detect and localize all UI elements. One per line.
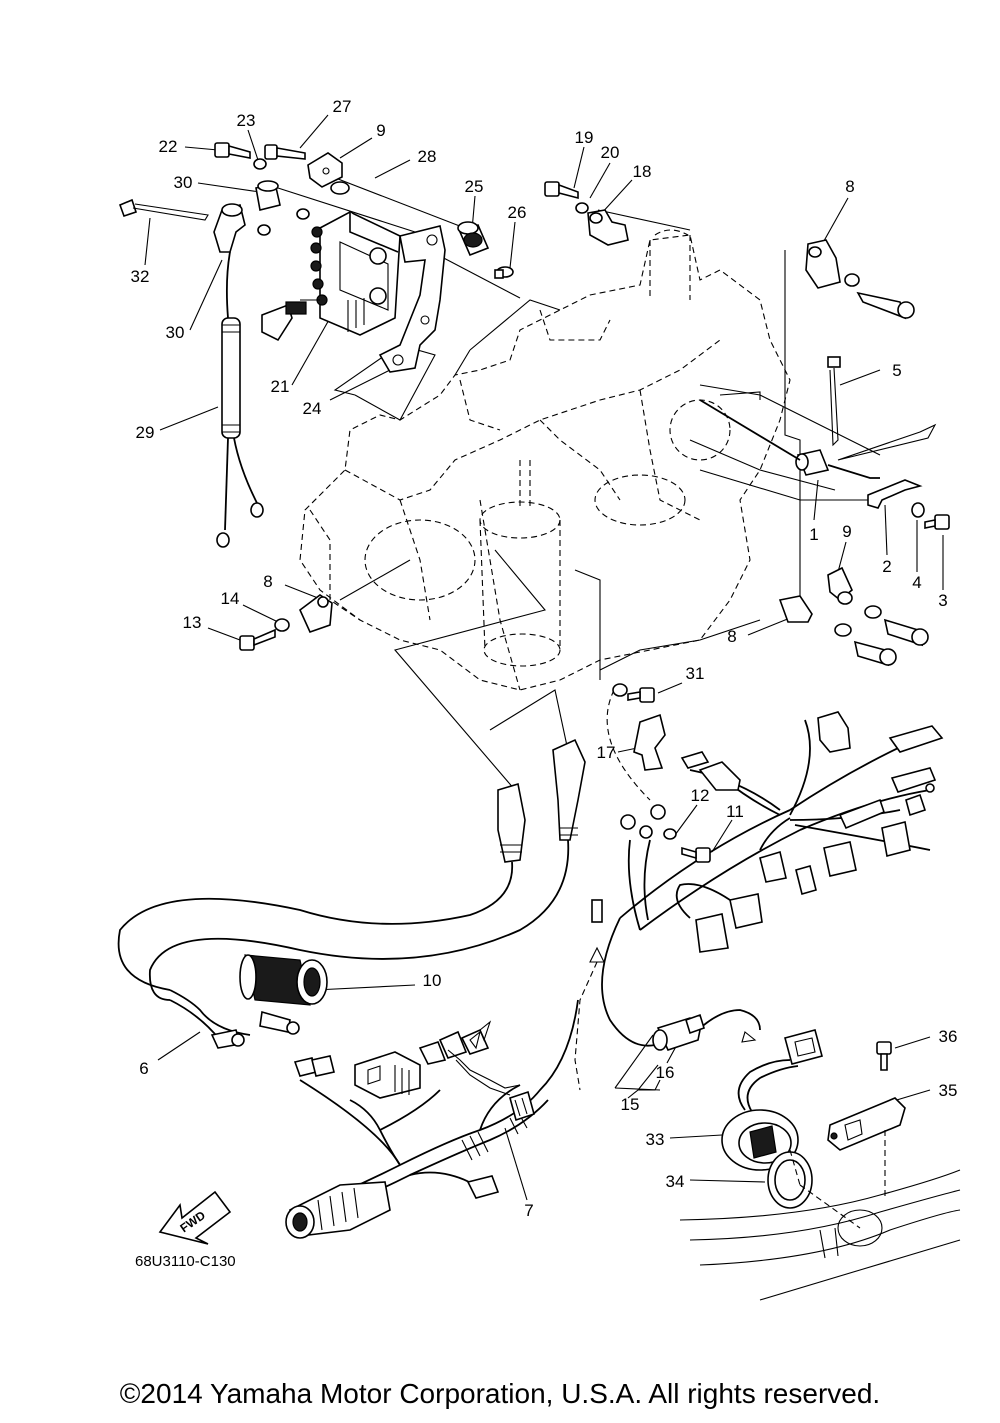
callout-7: 7 [524, 1201, 533, 1220]
callout-36: 36 [939, 1027, 958, 1046]
main-harness-7 [285, 999, 579, 1239]
diagram-code: 68U3110-C130 [135, 1253, 236, 1270]
callout-33: 33 [646, 1130, 665, 1149]
callout-8-right: 8 [727, 627, 736, 646]
cowling-outline [679, 1130, 961, 1301]
callout-26: 26 [508, 203, 527, 222]
callout-12: 12 [691, 786, 710, 805]
callout-9-top: 9 [376, 121, 385, 140]
callout-20: 20 [601, 143, 620, 162]
callout-32: 32 [131, 267, 150, 286]
callout-3: 3 [938, 591, 947, 610]
callout-23: 23 [237, 111, 256, 130]
callout-14: 14 [221, 589, 240, 608]
forward-arrow: FWD [158, 1190, 232, 1245]
clamp-8-right [778, 595, 929, 667]
cable-tie-32 [118, 198, 138, 218]
ignition-coil-21 [261, 211, 401, 342]
callout-2: 2 [882, 557, 891, 576]
bolt-13 [239, 628, 276, 651]
callout-13: 13 [183, 613, 202, 632]
callout-9-right: 9 [842, 522, 851, 541]
washer-12 [663, 828, 677, 840]
screw-36 [876, 1041, 892, 1071]
callout-11: 11 [726, 802, 744, 821]
harness-33-lead [737, 1029, 823, 1113]
ignition-coil-group [118, 142, 446, 548]
washer-31a [612, 683, 628, 697]
cable-tie-5 [827, 356, 841, 447]
bolt-31 [627, 687, 655, 703]
washer-20 [575, 202, 589, 214]
callout-labels: 27 23 22 9 28 30 32 30 29 21 24 25 26 19… [131, 97, 958, 1220]
lead-1 [699, 391, 937, 479]
lead-terminal-2 [867, 479, 923, 509]
holder-17 [633, 713, 666, 771]
callout-6: 6 [139, 1059, 148, 1078]
clamp-9-right [827, 566, 853, 605]
callout-28: 28 [418, 147, 437, 166]
callout-31: 31 [686, 664, 705, 683]
washer-28 [330, 181, 350, 195]
callout-8-left: 8 [263, 572, 272, 591]
callout-10: 10 [423, 971, 442, 990]
callout-30-lower: 30 [166, 323, 185, 342]
copyright-notice: ©2014 Yamaha Motor Corporation, U.S.A. A… [119, 1378, 881, 1409]
bolt-27 [264, 144, 306, 160]
callout-29: 29 [136, 423, 155, 442]
callout-17: 17 [597, 743, 616, 762]
washer-23 [253, 158, 267, 170]
callout-24: 24 [303, 399, 322, 418]
washer-14 [274, 618, 290, 632]
callout-30-top: 30 [174, 173, 193, 192]
callout-21: 21 [271, 377, 290, 396]
clamp-18 [587, 209, 629, 246]
callout-35: 35 [939, 1081, 958, 1100]
callout-1: 1 [809, 525, 818, 544]
bolt-22 [214, 142, 251, 159]
callout-27: 27 [333, 97, 352, 116]
callout-16: 16 [656, 1063, 675, 1082]
callout-34: 34 [666, 1172, 685, 1191]
grommet-25 [457, 221, 490, 257]
high-tension-cord-29 [216, 251, 264, 548]
plug-caps [117, 738, 605, 1091]
bolt-19 [544, 181, 579, 200]
bolt-11 [681, 846, 711, 863]
bracket-24 [378, 225, 446, 373]
seal-34 [767, 1151, 813, 1209]
clamp-9-top [307, 152, 343, 188]
wire-harness-right [601, 711, 944, 1047]
callout-15: 15 [621, 1095, 640, 1114]
bolt-3 [924, 514, 950, 530]
callout-8-upper: 8 [845, 177, 854, 196]
callout-22: 22 [159, 137, 178, 156]
plug-cap-30 [213, 203, 246, 253]
lead-6 [169, 989, 300, 1049]
fuse-holder-15 [652, 1009, 761, 1051]
collar-26 [494, 266, 514, 279]
plate-35 [827, 1097, 906, 1151]
clamp-8-upper [805, 239, 915, 320]
callout-4: 4 [912, 573, 921, 592]
sleeve-10 [239, 954, 328, 1006]
callout-19: 19 [575, 128, 594, 147]
fuse-16 [685, 1013, 705, 1035]
clamp-8-left [299, 594, 333, 633]
callout-18: 18 [633, 162, 652, 181]
callout-5: 5 [892, 361, 901, 380]
callout-25: 25 [465, 177, 484, 196]
washer-4 [911, 502, 925, 518]
